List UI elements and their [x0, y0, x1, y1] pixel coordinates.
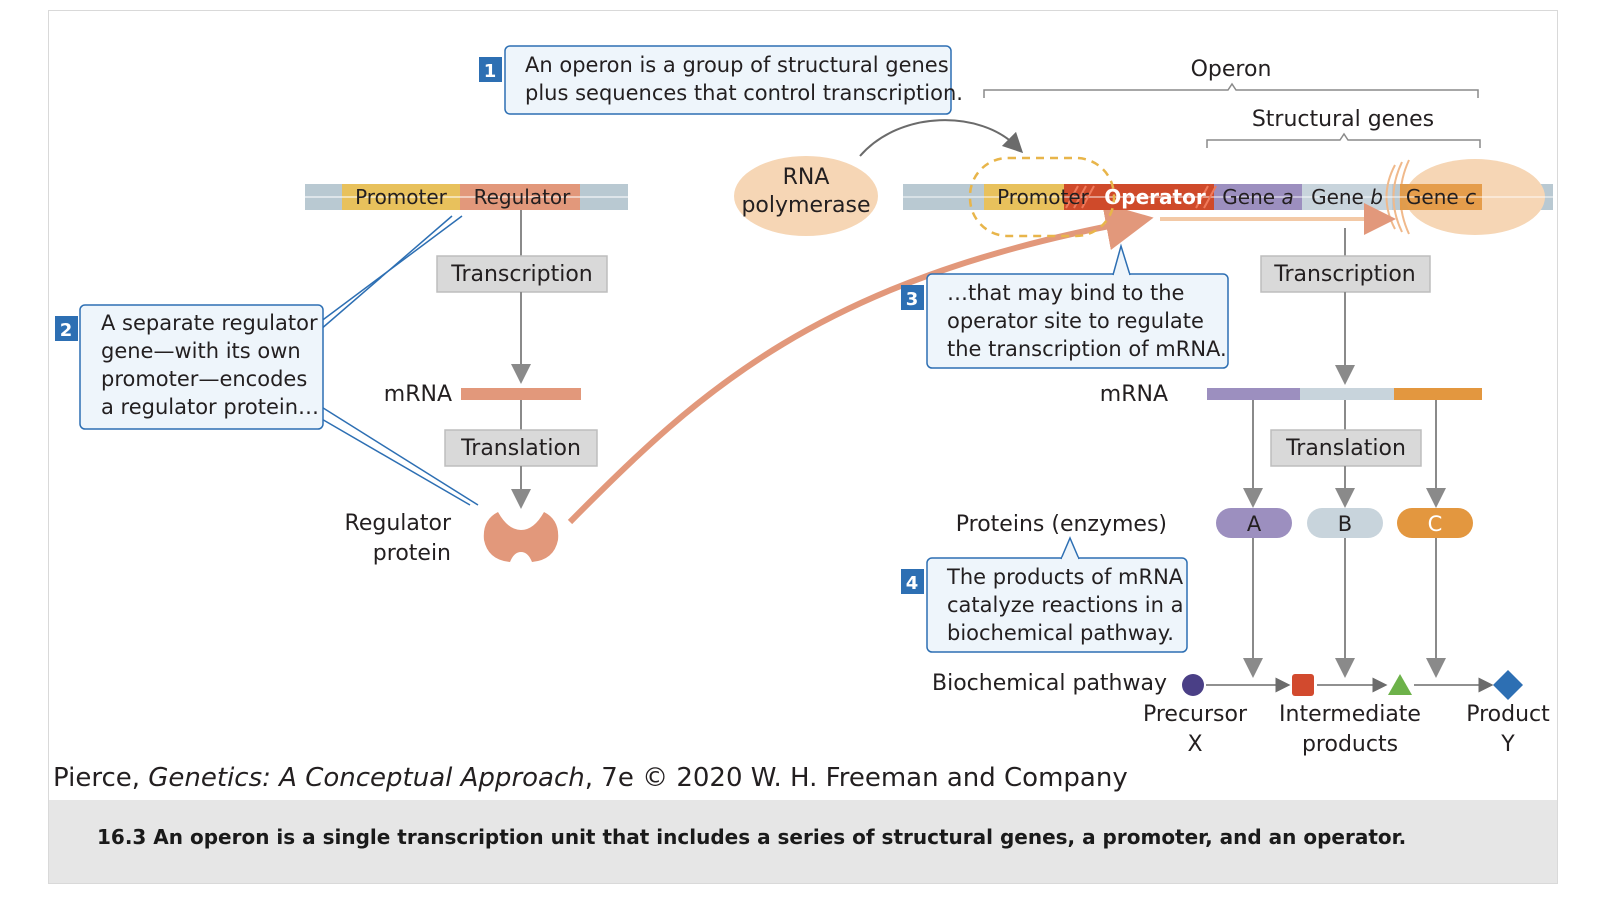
intermediate-triangle: [1388, 674, 1412, 695]
step-4-text-1: The products of mRNA: [946, 565, 1184, 589]
step-4-badge: [901, 569, 924, 594]
protein-a-pill: [1216, 508, 1292, 538]
step-1-number: 1: [484, 61, 497, 82]
credit-rest: , 7e © 2020 W. H. Freeman and Company: [584, 763, 1128, 793]
credit-author: Pierce,: [53, 763, 149, 793]
figure-credit: Pierce, Genetics: A Conceptual Approach,…: [53, 763, 1128, 793]
precursor-label-2: X: [1187, 732, 1202, 757]
step-2-text-1: A separate regulator: [101, 311, 318, 335]
left-transcription-label: Transcription: [450, 262, 593, 287]
caption-bar: 16.3 An operon is a single transcription…: [49, 800, 1557, 883]
regulator-protein-shape: [483, 512, 559, 562]
right-mrna-label: mRNA: [1100, 382, 1168, 407]
step-2-badge: [55, 316, 78, 341]
proteins-enzymes-label: Proteins (enzymes): [956, 512, 1167, 537]
step-3-text-3: the transcription of mRNA.: [947, 337, 1227, 361]
intermediate-label-2: products: [1302, 732, 1398, 757]
callout-step-1: 1 An operon is a group of structural gen…: [479, 45, 963, 115]
protein-c-pill: [1397, 508, 1473, 538]
rna-polymerase-label-2: polymerase: [741, 193, 870, 218]
step-3-text-2: operator site to regulate: [947, 309, 1204, 333]
regulator-protein-label-1: Regulator: [345, 511, 452, 536]
step-2-text-4: a regulator protein…: [101, 395, 319, 419]
left-promoter-label: Promoter: [355, 185, 448, 209]
step-1-badge: [479, 57, 502, 82]
protein-c-label: C: [1428, 512, 1443, 536]
credit-book-title: Genetics: A Conceptual Approach: [148, 763, 585, 793]
operon-diagram: Promoter Regulator Transcription mRNA Tr…: [55, 45, 1553, 757]
step-4-number: 4: [906, 573, 919, 594]
right-translation-label: Translation: [1285, 436, 1406, 461]
structural-genes-bracket: [1206, 132, 1481, 148]
left-mrna-strand: [461, 388, 581, 400]
step-2-number: 2: [60, 320, 73, 341]
left-translation-box: [444, 429, 598, 467]
polycistronic-mrna: [1207, 388, 1482, 400]
operon-promoter-label: Promoter: [997, 185, 1090, 209]
polymerase-binding-site: [968, 156, 1116, 238]
protein-b-pill: [1307, 508, 1383, 538]
step-3-number: 3: [906, 289, 919, 310]
repressor-binding-arrow: [567, 202, 1154, 525]
step-1-text-2: plus sequences that control transcriptio…: [525, 81, 963, 105]
callout-step-2: 2 A separate regulator gene—with its own…: [55, 215, 479, 506]
step-4-text-3: biochemical pathway.: [947, 621, 1174, 645]
left-transcription-box: [436, 255, 608, 293]
gene-a-label: Gene a: [1222, 185, 1293, 209]
rna-polymerase-binding-arrow: [859, 119, 1024, 157]
step-2-text-3: promoter—encodes: [101, 367, 307, 391]
precursor-circle: [1182, 674, 1204, 696]
rna-polymerase-label-1: RNA: [783, 165, 830, 190]
intermediate-square: [1292, 674, 1314, 696]
step-4-text-2: catalyze reactions in a: [947, 593, 1183, 617]
step-2-text-2: gene—with its own: [101, 339, 301, 363]
protein-b-label: B: [1338, 512, 1352, 536]
callout-step-4: 4 The products of mRNA catalyze reaction…: [901, 536, 1188, 653]
operon-label: Operon: [1191, 57, 1272, 82]
protein-a-label: A: [1247, 512, 1262, 536]
right-transcription-box: [1260, 255, 1431, 293]
structural-genes-label: Structural genes: [1252, 107, 1434, 132]
regulator-gene-dna: Promoter Regulator: [305, 184, 628, 210]
precursor-label-1: Precursor: [1143, 702, 1248, 727]
intermediate-label-1: Intermediate: [1279, 702, 1421, 727]
right-translation-box: [1270, 429, 1422, 467]
step-1-text-1: An operon is a group of structural genes: [525, 53, 949, 77]
left-mrna-label: mRNA: [384, 382, 452, 407]
product-label-2: Y: [1500, 732, 1515, 757]
operon-dna: Promoter Operator Gene a Gene b Gene c: [903, 159, 1553, 235]
step-3-badge: [901, 285, 924, 310]
left-regulator-label: Regulator: [474, 185, 572, 209]
step-3-text-1: …that may bind to the: [947, 281, 1184, 305]
left-translation-label: Translation: [460, 436, 581, 461]
figure-caption: 16.3 An operon is a single transcription…: [97, 825, 1407, 849]
right-transcription-label: Transcription: [1273, 262, 1416, 287]
operator-label: Operator: [1104, 185, 1206, 209]
operon-bracket: [983, 82, 1479, 98]
biochemical-pathway-label: Biochemical pathway: [932, 671, 1167, 696]
rna-polymerase-shape: [734, 156, 878, 236]
callout-step-3: 3 …that may bind to the operator site to…: [901, 243, 1229, 369]
product-diamond: [1493, 670, 1523, 700]
regulator-protein-label-2: protein: [373, 541, 451, 566]
gene-b-label: Gene b: [1311, 185, 1383, 209]
product-label-1: Product: [1466, 702, 1550, 727]
gene-c-label: Gene c: [1406, 185, 1476, 209]
